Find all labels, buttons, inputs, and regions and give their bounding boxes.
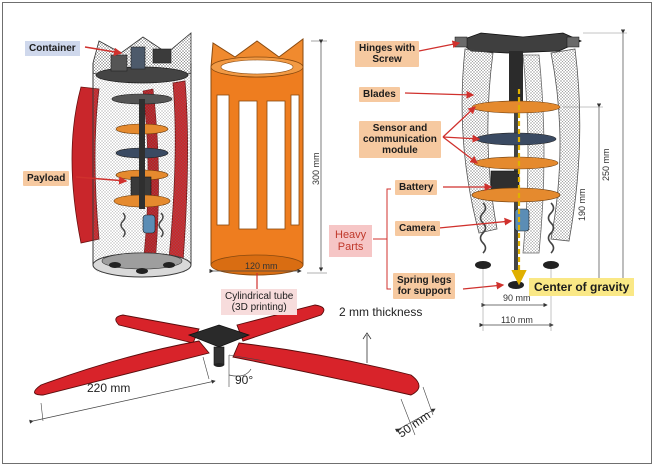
hinges-line2: Screw bbox=[372, 54, 402, 65]
tube-label-line1: Cylindrical tube bbox=[225, 291, 294, 302]
dim-tube-height: 300 mm bbox=[311, 152, 321, 185]
label-hinges: Hinges with Screw bbox=[355, 41, 420, 67]
label-payload: Payload bbox=[23, 171, 70, 186]
dim-190: 190 mm bbox=[577, 188, 587, 221]
dim-110: 110 mm bbox=[501, 315, 533, 325]
sensor-line3: module bbox=[382, 145, 418, 156]
dim-tube-width: 120 mm bbox=[245, 261, 278, 271]
heavy-line2: Parts bbox=[337, 241, 364, 253]
label-cylindrical-tube: Cylindrical tube (3D printing) bbox=[221, 289, 298, 315]
label-container: Container bbox=[25, 41, 80, 56]
label-heavy-parts: Heavy Parts bbox=[329, 225, 373, 257]
left-assembly bbox=[71, 32, 192, 278]
tube-label-line2: (3D printing) bbox=[231, 302, 287, 313]
label-blades: Blades bbox=[359, 87, 400, 102]
dim-blade-length: 220 mm bbox=[87, 381, 131, 395]
blade-cross bbox=[34, 304, 420, 396]
heavy-line1: Heavy bbox=[335, 229, 367, 241]
dim-250: 250 mm bbox=[601, 148, 611, 181]
label-spring-legs: Spring legs for support bbox=[393, 273, 456, 299]
hinges-line1: Hinges with bbox=[359, 43, 416, 54]
cylindrical-tube bbox=[210, 38, 304, 276]
dim-angle: 90° bbox=[235, 373, 254, 387]
spring-line1: Spring legs bbox=[397, 275, 452, 286]
label-sensor-module: Sensor and communication module bbox=[359, 121, 441, 158]
label-camera: Camera bbox=[395, 221, 440, 236]
dim-thickness: 2 mm thickness bbox=[339, 305, 423, 319]
sensor-line2: communication bbox=[363, 134, 437, 145]
label-battery: Battery bbox=[395, 180, 438, 195]
label-center-of-gravity: Center of gravity bbox=[529, 278, 635, 296]
spring-line2: for support bbox=[397, 286, 451, 297]
sensor-line1: Sensor and bbox=[372, 123, 428, 134]
dim-90: 90 mm bbox=[503, 293, 531, 303]
diagram-graphics bbox=[29, 29, 627, 436]
